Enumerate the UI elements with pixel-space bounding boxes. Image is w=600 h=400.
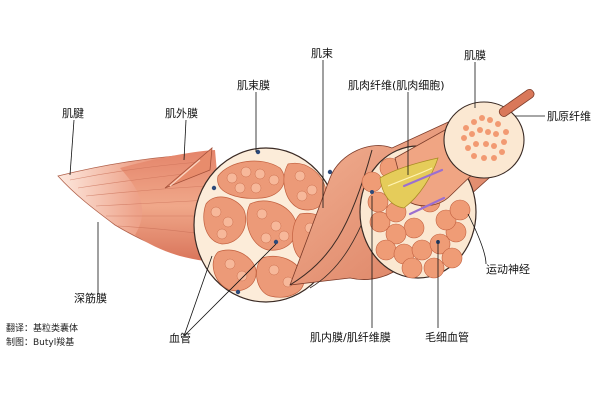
production-credit: 制图：Butyl羧基 bbox=[6, 338, 75, 348]
capillary-vessels bbox=[402, 168, 446, 216]
myofibril-shape bbox=[498, 88, 535, 117]
epimysium-label: 肌外膜 bbox=[165, 107, 198, 120]
myofibril-dots bbox=[461, 115, 509, 161]
sarcolemma-label: 肌膜 bbox=[464, 49, 486, 62]
muscle-fiber-label: 肌肉纤维(肌肉细胞) bbox=[348, 79, 445, 92]
myofibril-label: 肌原纤维 bbox=[547, 110, 591, 123]
motor-nerve-label: 运动神经 bbox=[486, 263, 530, 276]
sarcolemma-end bbox=[443, 101, 525, 179]
fascicle-label: 肌束 bbox=[311, 47, 333, 60]
vessel-nodes bbox=[211, 149, 333, 295]
capillary-nodes bbox=[370, 190, 440, 244]
deep-fascia-label: 深筋膜 bbox=[74, 292, 107, 305]
capillary-label: 毛细血管 bbox=[425, 331, 469, 344]
translation-credit: 翻译：基粒类囊体 bbox=[6, 324, 79, 334]
tendon-label: 肌腱 bbox=[62, 107, 84, 120]
perimysium-label: 肌束膜 bbox=[237, 79, 270, 92]
leader-lines bbox=[69, 60, 545, 337]
epimysium-flap bbox=[164, 147, 213, 189]
blood-vessel-label: 血管 bbox=[169, 332, 191, 345]
endomysium-label: 肌内膜/肌纤维膜 bbox=[310, 331, 391, 344]
fiber-dots bbox=[210, 166, 324, 288]
